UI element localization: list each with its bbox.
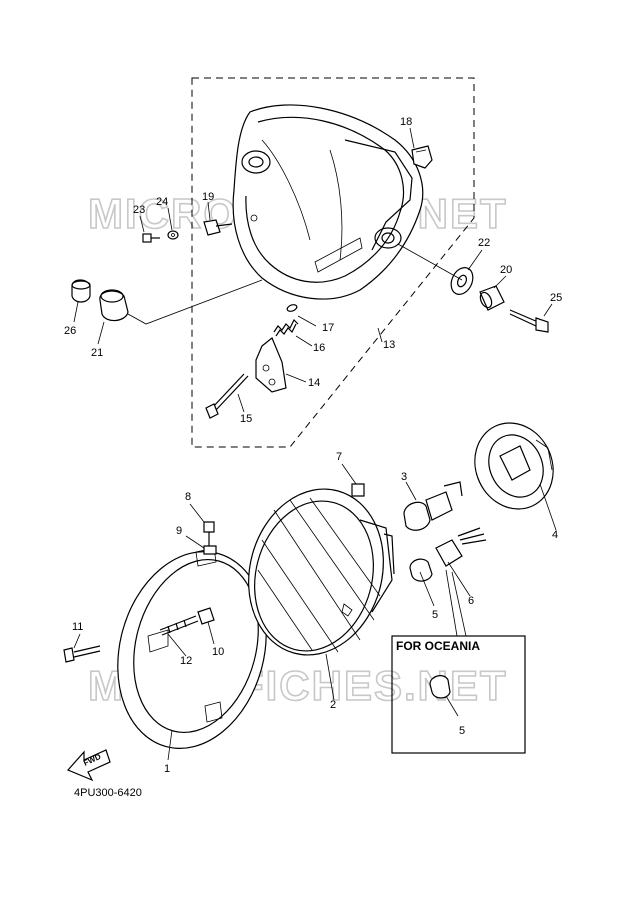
housing-assembly-outline xyxy=(191,77,475,448)
collar-26 xyxy=(71,279,91,303)
damper-21 xyxy=(99,289,129,322)
oceania-title: FOR OCEANIA xyxy=(396,639,480,653)
callout-2: 2 xyxy=(330,699,336,711)
callout-12: 12 xyxy=(180,655,192,667)
bulb-5 xyxy=(409,558,433,582)
callout-8: 8 xyxy=(185,491,191,503)
callout-1: 1 xyxy=(164,763,170,775)
headlight-rim xyxy=(117,547,267,749)
bolt-25 xyxy=(509,309,549,333)
screw-23 xyxy=(142,233,160,243)
callout-15: 15 xyxy=(240,413,252,425)
leader-6-inset-b xyxy=(451,571,467,637)
oceania-inset: FOR OCEANIA 5 xyxy=(391,635,526,754)
callout-20: 20 xyxy=(500,264,512,276)
leader-22-housing xyxy=(397,243,463,281)
callout-13: 13 xyxy=(383,339,395,351)
callout-22: 22 xyxy=(478,237,490,249)
callout-4: 4 xyxy=(552,529,558,541)
ring-17 xyxy=(286,304,298,312)
headlight-housing xyxy=(232,104,424,300)
leader-21-housing xyxy=(127,279,263,325)
callout-14: 14 xyxy=(308,377,320,389)
callout-26: 26 xyxy=(64,325,76,337)
clip-18 xyxy=(411,145,433,169)
callout-16: 16 xyxy=(313,342,325,354)
oceania-callout-5: 5 xyxy=(459,725,465,737)
clip-7 xyxy=(351,483,365,497)
nut-10 xyxy=(197,607,215,625)
callout-5: 5 xyxy=(432,609,438,621)
fwd-arrow: FWD xyxy=(66,749,111,782)
screw-11 xyxy=(63,645,101,663)
bolt-15 xyxy=(205,373,249,419)
callout-10: 10 xyxy=(212,646,224,658)
callout-17: 17 xyxy=(322,322,334,334)
bulb-cover-4 xyxy=(474,422,554,510)
socket-6 xyxy=(435,527,487,567)
callout-7: 7 xyxy=(336,451,342,463)
callout-18: 18 xyxy=(400,116,412,128)
callout-11: 11 xyxy=(72,621,83,633)
drawing-code: 4PU300-6420 xyxy=(74,787,142,799)
collar-20 xyxy=(479,285,505,311)
spring-16 xyxy=(273,318,299,337)
adjust-screw-12 xyxy=(159,615,199,636)
collar-22 xyxy=(450,267,474,295)
callout-9: 9 xyxy=(176,525,182,537)
callout-6: 6 xyxy=(468,595,474,607)
washer-24 xyxy=(167,230,179,240)
callout-21: 21 xyxy=(91,347,103,359)
bulb-3 xyxy=(403,481,463,531)
callout-leaders xyxy=(73,127,557,761)
grommet-19 xyxy=(203,219,233,236)
nut-9 xyxy=(203,545,217,555)
screw-8 xyxy=(203,521,215,546)
callout-24: 24 xyxy=(156,196,168,208)
leader-6-inset xyxy=(445,569,458,637)
callout-19: 19 xyxy=(202,191,214,203)
bracket-14 xyxy=(255,337,287,393)
headlight-unit xyxy=(248,488,395,656)
callout-numbers: 18 23 24 19 26 21 22 20 25 17 16 14 15 1… xyxy=(64,116,562,775)
callout-25: 25 xyxy=(550,292,562,304)
callout-3: 3 xyxy=(401,471,407,483)
callout-23: 23 xyxy=(133,204,145,216)
